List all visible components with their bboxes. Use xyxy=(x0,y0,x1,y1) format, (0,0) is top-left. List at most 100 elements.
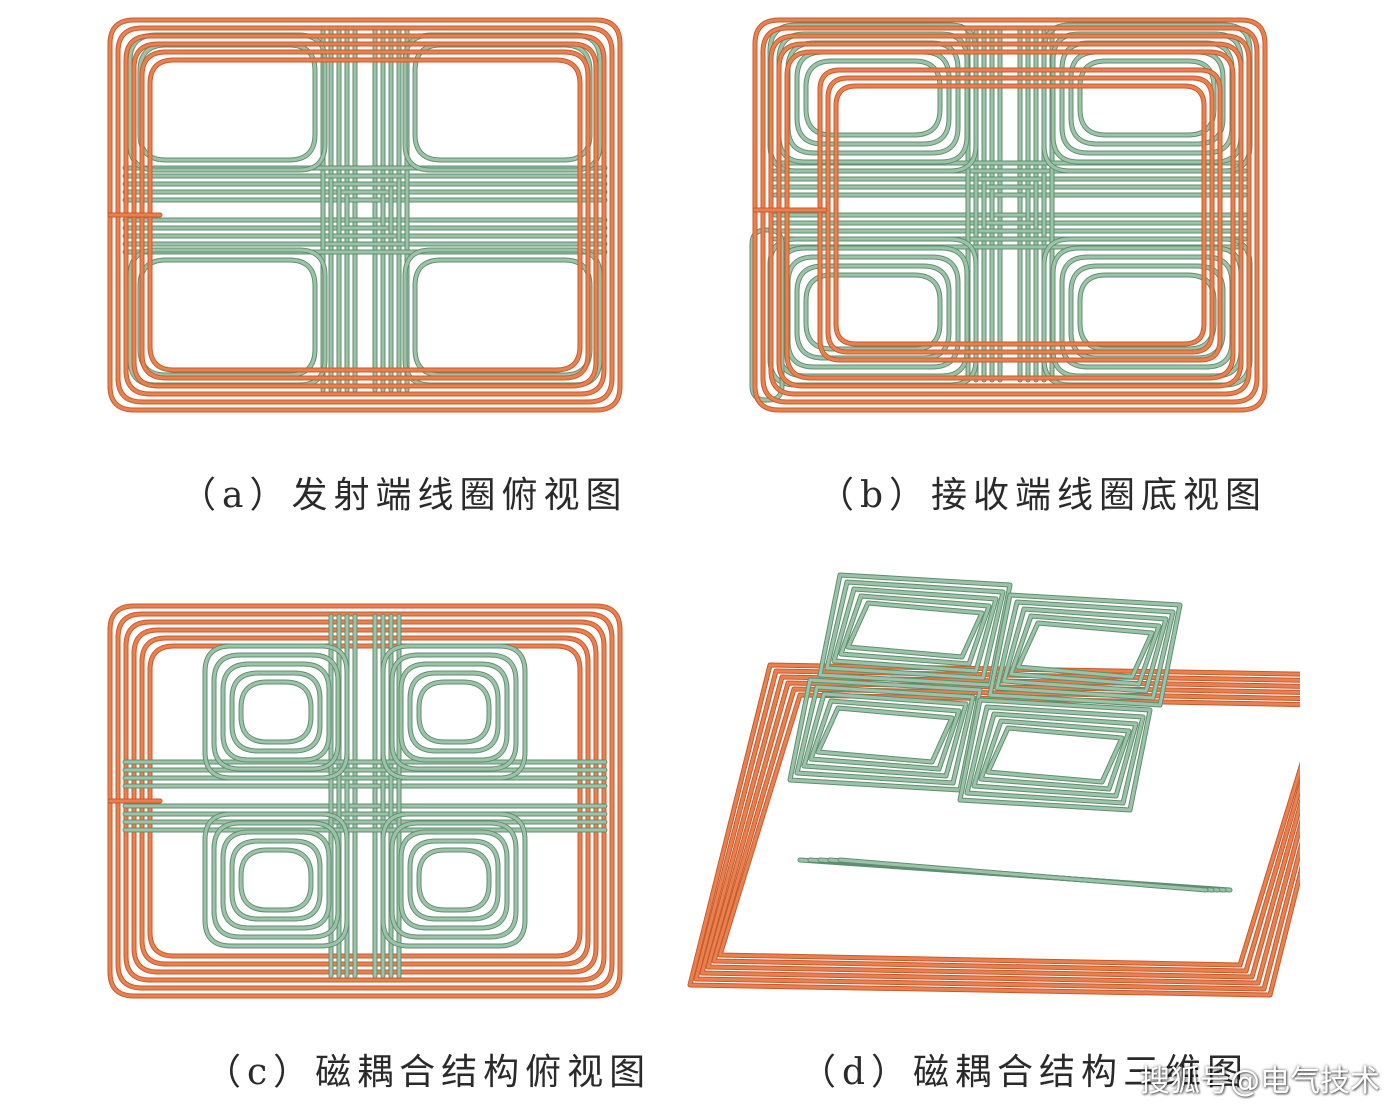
primary-turn-edge xyxy=(131,41,599,389)
secondary-turn-3d xyxy=(1016,621,1154,679)
secondary-turn xyxy=(381,644,527,780)
secondary-turn xyxy=(1060,255,1234,369)
secondary-turn xyxy=(230,671,322,753)
secondary-turn-edge xyxy=(238,847,314,913)
secondary-turn-3d xyxy=(846,601,984,659)
secondary-turn-3d xyxy=(1009,614,1161,686)
primary-turn xyxy=(818,68,1222,362)
secondary-turn xyxy=(390,653,518,771)
secondary-turn xyxy=(417,680,491,744)
secondary-turn xyxy=(221,830,331,930)
secondary-turn xyxy=(403,33,602,172)
secondary-turn-edge xyxy=(407,670,501,754)
secondary-coil-3d xyxy=(787,572,1233,893)
primary-turn-edge xyxy=(139,635,591,967)
secondary-turn xyxy=(221,662,331,762)
secondary-turn xyxy=(138,43,317,162)
primary-turn xyxy=(834,84,1206,346)
secondary-windings-c xyxy=(122,613,608,979)
coupling-top-figure xyxy=(107,603,623,999)
primary-turn xyxy=(132,628,598,974)
secondary-turn-edge xyxy=(127,32,328,173)
receiver-coil-figure xyxy=(749,17,1268,413)
secondary-turn-edge xyxy=(416,679,492,745)
secondary-turn xyxy=(1078,273,1216,351)
primary-turn xyxy=(116,26,614,404)
primary-turn-edge xyxy=(139,49,591,381)
primary-windings-a xyxy=(107,17,623,413)
primary-turn xyxy=(148,58,582,372)
secondary-turn-3d xyxy=(795,685,975,785)
secondary-turn-3d xyxy=(839,594,991,666)
secondary-turn xyxy=(212,821,340,939)
primary-turn xyxy=(769,34,1251,396)
primary-turn xyxy=(826,76,1214,354)
secondary-turn-3d xyxy=(816,706,954,764)
secondary-turn xyxy=(381,812,527,948)
secondary-turn xyxy=(239,848,313,912)
secondary-turn xyxy=(1069,50,1225,146)
transmitter-coil-figure xyxy=(107,17,623,413)
primary-turn xyxy=(761,26,1259,404)
secondary-turn-3d xyxy=(995,600,1175,700)
primary-turn xyxy=(124,34,606,396)
secondary-turn-3d xyxy=(988,593,1182,707)
secondary-turn-edge xyxy=(416,847,492,913)
secondary-turn xyxy=(408,839,500,921)
primary-windings-b xyxy=(752,17,1268,413)
secondary-turn xyxy=(399,830,509,930)
secondary-turn-edge xyxy=(229,838,323,922)
secondary-turn-edge xyxy=(1077,272,1217,352)
secondary-turn-edge xyxy=(412,257,593,378)
caption-a: （a）发射端线圈俯视图 xyxy=(180,475,628,516)
primary-turn-3d-edge xyxy=(705,680,1300,980)
primary-turn xyxy=(785,50,1235,380)
secondary-turn-3d xyxy=(986,726,1124,784)
panel-c-coupling-top-view xyxy=(100,596,640,1006)
secondary-turn xyxy=(399,662,509,762)
primary-turn-edge xyxy=(107,603,623,999)
secondary-turn xyxy=(203,644,349,780)
watermark-text: 搜狐号@电气技术 xyxy=(1140,1064,1380,1099)
primary-turn-3d xyxy=(718,693,1300,967)
secondary-turn-3d xyxy=(809,699,961,771)
primary-turn xyxy=(132,42,598,388)
primary-windings-c xyxy=(107,603,623,999)
secondary-turn-edge xyxy=(402,32,603,173)
secondary-windings-a xyxy=(122,27,608,393)
secondary-turn-3d xyxy=(802,692,968,778)
panel-a-transmitter-top-view xyxy=(100,10,640,420)
primary-turn xyxy=(140,636,590,966)
secondary-turn-3d xyxy=(958,698,1152,812)
primary-turn-3d xyxy=(694,669,1300,991)
secondary-turn-edge xyxy=(1068,49,1226,147)
primary-turn-edge xyxy=(123,619,607,983)
secondary-turn xyxy=(239,680,313,744)
secondary-turn-3d xyxy=(1002,607,1168,693)
secondary-turn xyxy=(390,821,518,939)
secondary-turn-edge xyxy=(238,679,314,745)
primary-turn xyxy=(124,620,606,982)
caption-b: （b）接收端线圈底视图 xyxy=(818,475,1268,516)
primary-turn-edge xyxy=(123,33,607,397)
panel-b-receiver-bottom-view xyxy=(740,10,1280,420)
secondary-turn-3d xyxy=(825,580,1005,680)
secondary-turn-3d xyxy=(979,719,1131,791)
primary-turn-3d xyxy=(706,681,1300,979)
secondary-turn xyxy=(804,273,942,351)
secondary-turn xyxy=(128,33,327,172)
primary-turn xyxy=(108,604,622,998)
secondary-turn-edge xyxy=(229,670,323,754)
secondary-turn xyxy=(417,848,491,912)
secondary-turn xyxy=(203,812,349,948)
secondary-turn-edge xyxy=(407,838,501,922)
primary-turn xyxy=(108,18,622,412)
primary-turn xyxy=(753,18,1267,412)
secondary-turn-3d xyxy=(965,705,1145,805)
secondary-turn xyxy=(795,50,951,146)
secondary-turn xyxy=(413,258,592,377)
primary-turn xyxy=(148,644,582,958)
secondary-turn xyxy=(212,653,340,771)
primary-turn-edge xyxy=(107,17,623,413)
caption-d: （d）磁耦合结构三维图 xyxy=(800,1052,1250,1093)
